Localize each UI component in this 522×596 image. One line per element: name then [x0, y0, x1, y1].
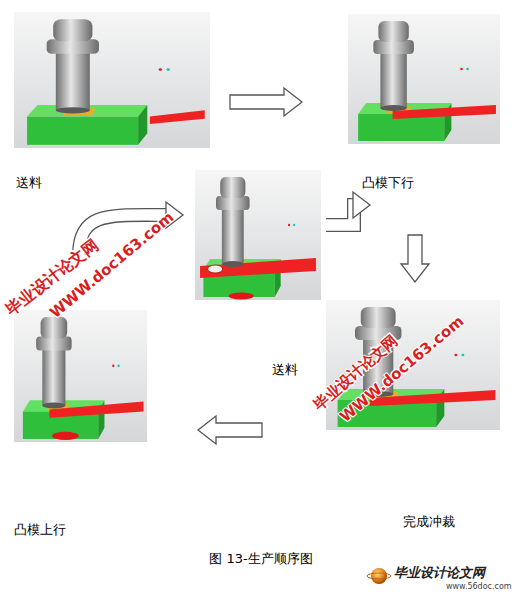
block-arrow [401, 235, 429, 282]
logo-text: 毕业设计论文网 [394, 565, 485, 581]
logo-ring [367, 573, 391, 579]
logo-text: www.56doc.com [446, 582, 512, 592]
step-label: 送料 [16, 175, 42, 191]
step-label: 送料 [272, 362, 298, 378]
die-scene [14, 310, 147, 442]
flow-arrow [230, 88, 302, 116]
block-arrow [198, 416, 262, 444]
die-scene [14, 12, 210, 148]
figure-caption: 图 13-生产顺序图 [0, 550, 522, 568]
block-arrow [230, 88, 302, 116]
arrow-head [353, 192, 370, 218]
logo-globe [371, 568, 387, 584]
process-step: 送料 [195, 170, 321, 380]
arrow-fill [326, 205, 356, 225]
die-scene [348, 14, 500, 144]
process-step: 送料 [14, 12, 210, 193]
flow-arrow [401, 235, 429, 282]
process-step: 凸模上行 [14, 310, 147, 540]
flow-arrow [198, 416, 262, 444]
arrow-outline [326, 205, 356, 225]
step-label: 凸模上行 [14, 522, 66, 538]
step-label: 完成冲裁 [403, 514, 455, 530]
die-scene [195, 170, 321, 300]
flow-arrow [326, 192, 370, 225]
step-label: 凸模下行 [362, 175, 414, 191]
process-step: 凸模下行 [348, 14, 500, 193]
